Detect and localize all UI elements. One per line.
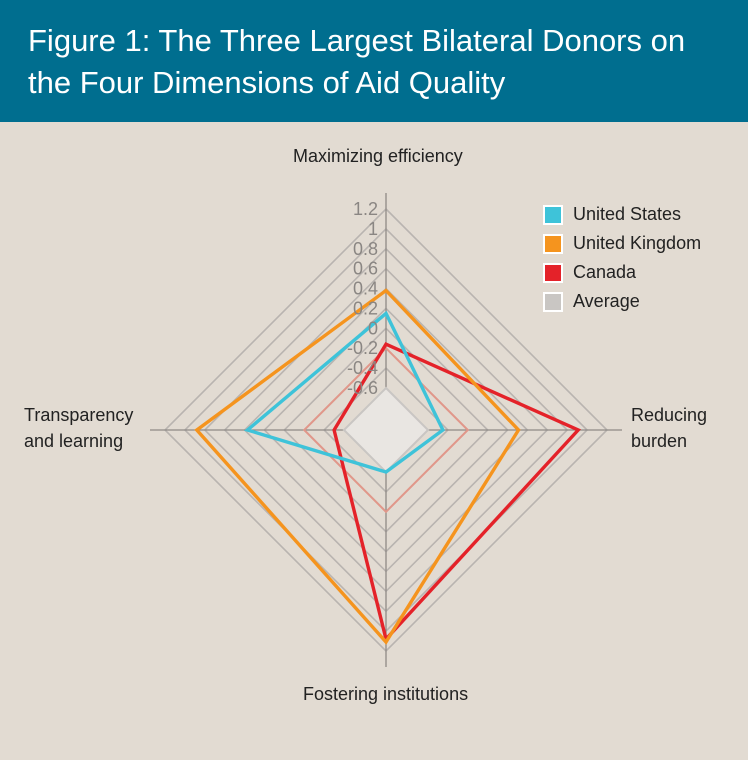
series-united-kingdom (194, 288, 521, 645)
data-series (194, 288, 582, 645)
legend: United States United Kingdom Canada Aver… (543, 200, 701, 316)
tick-label-3: 0.6 (353, 259, 378, 279)
legend-item-united-states: United States (543, 200, 701, 229)
legend-swatch-united-states (543, 204, 563, 225)
series-united-states (244, 310, 446, 474)
tick-label-4: 0.4 (353, 279, 378, 299)
tick-label-9: -0.6 (347, 378, 378, 398)
legend-label-united-states: United States (573, 204, 682, 224)
axis-label-left-line1: Transparency (24, 405, 134, 425)
axis-label-right-line2: burden (631, 431, 688, 451)
axis-label-left: Transparency and learning (24, 402, 133, 454)
tick-label-8: -0.4 (347, 358, 378, 378)
legend-item-average: Average (543, 287, 701, 316)
title-banner: Figure 1: The Three Largest Bilateral Do… (0, 0, 748, 122)
tick-label-2: 0.8 (353, 239, 378, 259)
legend-label-canada: Canada (573, 262, 637, 282)
tick-label-1: 1 (368, 219, 378, 239)
radial-ticks: 1.210.80.60.40.20-0.2-0.4-0.6 (347, 199, 378, 398)
legend-swatch-average (543, 291, 563, 312)
axis-label-top: Maximizing efficiency (293, 146, 463, 166)
axis-label-left-line2: and learning (24, 431, 124, 451)
legend-label-united-kingdom: United Kingdom (573, 233, 702, 253)
legend-swatch-united-kingdom (543, 233, 563, 254)
legend-item-united-kingdom: United Kingdom (543, 229, 701, 258)
reference-ring-0 (302, 346, 470, 514)
legend-label-average: Average (573, 291, 640, 311)
axis-label-bottom: Fostering institutions (303, 684, 469, 704)
tick-label-6: 0 (368, 318, 378, 338)
tick-label-7: -0.2 (347, 338, 378, 358)
legend-item-canada: Canada (543, 258, 701, 287)
chart-title: Figure 1: The Three Largest Bilateral Do… (28, 23, 686, 100)
axis-label-right-line1: Reducing (631, 405, 708, 425)
series-average (342, 386, 430, 474)
legend-swatch-canada (543, 262, 563, 283)
tick-label-5: 0.2 (353, 298, 378, 318)
axis-label-right: Reducing burden (631, 402, 707, 454)
tick-label-0: 1.2 (353, 199, 378, 219)
